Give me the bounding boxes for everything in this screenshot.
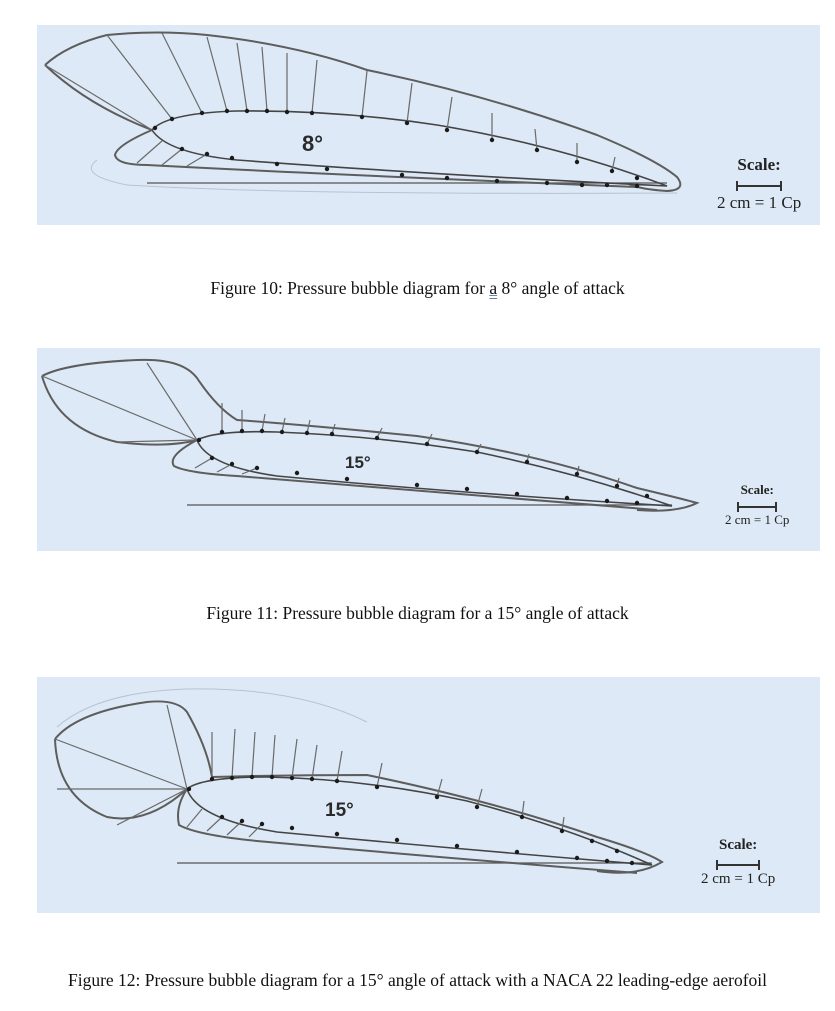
lower-pressure-bubble (177, 788, 638, 874)
figure-11-caption: Figure 11: Pressure bubble diagram for a… (206, 603, 629, 623)
pressure-tap-points (196, 428, 650, 506)
figure-10-image: 8° Scale: 2 cm = 1 Cp (37, 25, 820, 225)
angle-of-attack-label: 15° (345, 453, 371, 472)
upper-pressure-bubble (54, 700, 664, 874)
lower-pressure-bubble (113, 129, 638, 188)
figure-12-image: 15° Scale: 2 cm = 1 Cp (37, 677, 820, 913)
pressure-vectors (54, 704, 565, 838)
pressure-vectors (41, 362, 620, 487)
upper-pressure-bubble (41, 358, 700, 512)
aerofoil-outline (195, 430, 673, 507)
pressure-tap-points (152, 108, 640, 189)
scale-text: 2 cm = 1 Cp (701, 871, 776, 887)
pressure-vectors (44, 32, 616, 172)
scale-bar (736, 181, 783, 191)
scale-title: Scale: (718, 837, 758, 853)
lower-pressure-bubble (171, 439, 658, 511)
scale-legend: Scale: 2 cm = 1 Cp (701, 837, 775, 888)
figure-11-drawing (41, 358, 700, 512)
scale-text: 2 cm = 1 Cp (717, 193, 802, 212)
scale-bar (716, 860, 761, 870)
angle-of-attack-label: 8° (302, 131, 324, 156)
figure-10-drawing (44, 31, 682, 194)
scale-legend: Scale: 2 cm = 1 Cp (725, 482, 789, 528)
upper-pressure-bubble (44, 31, 682, 193)
pressure-tap-points (186, 774, 635, 866)
figure-12-caption: Figure 12: Pressure bubble diagram for a… (67, 970, 768, 990)
aerofoil-outline (186, 776, 653, 866)
scale-title: Scale: (737, 155, 781, 174)
scale-bar (737, 502, 778, 512)
scale-text: 2 cm = 1 Cp (725, 512, 790, 527)
figure-10-caption: Figure 10: Pressure bubble diagram for a… (210, 278, 625, 298)
angle-of-attack-label: 15° (325, 800, 354, 821)
aerofoil-outline (150, 110, 668, 187)
figure-11-image: 15° Scale: 2 cm = 1 Cp (37, 348, 820, 551)
scale-title: Scale: (740, 482, 774, 497)
caption-underlined-word: a (489, 278, 498, 298)
scale-legend: Scale: 2 cm = 1 Cp (717, 155, 801, 213)
figure-12-drawing (54, 688, 664, 874)
